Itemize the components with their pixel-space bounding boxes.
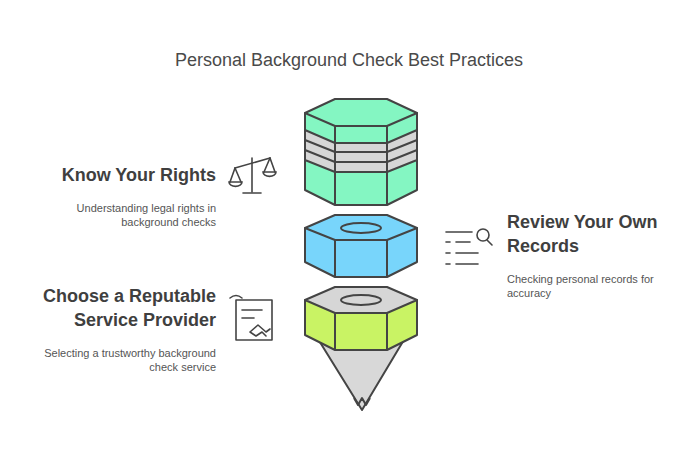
search-list-icon — [446, 229, 492, 264]
diagram-title: Personal Background Check Best Practices — [0, 50, 698, 71]
pencil-lead — [354, 398, 370, 405]
practice-item: Know Your RightsUnderstanding legal righ… — [21, 163, 216, 229]
item-heading: Know Your Rights — [21, 163, 216, 187]
nut-top — [305, 215, 417, 240]
scales-icon — [229, 158, 276, 193]
practice-item: Review Your Own RecordsChecking personal… — [507, 210, 685, 300]
practice-item: Choose a Reputable Service ProviderSelec… — [21, 284, 216, 374]
item-heading: Review Your Own Records — [507, 210, 685, 258]
nut-top — [305, 287, 417, 313]
item-description: Checking personal records for accuracy — [507, 272, 685, 300]
item-description: Understanding legal rights in background… — [21, 201, 216, 229]
pencil-top — [305, 99, 417, 126]
contract-icon — [230, 296, 272, 341]
item-heading: Choose a Reputable Service Provider — [21, 284, 216, 332]
item-description: Selecting a trustworthy background check… — [21, 346, 216, 374]
